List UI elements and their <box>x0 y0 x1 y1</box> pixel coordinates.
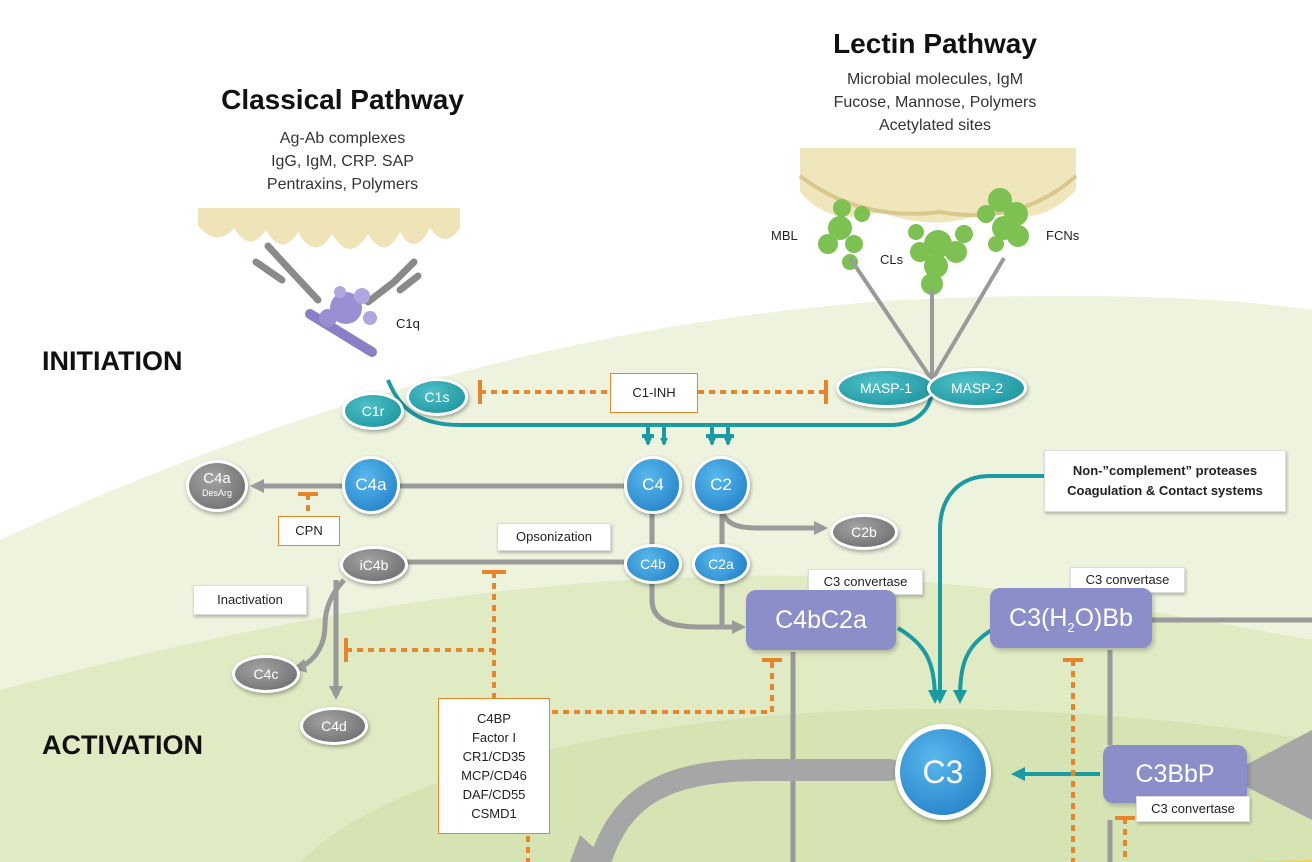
lectin-trigger-line: Fucose, Mannose, Polymers <box>833 94 1037 111</box>
classical-pathway-title: Classical Pathway <box>221 84 464 115</box>
lectin-pathway-title: Lectin Pathway <box>833 28 1037 59</box>
c4bc2a-convertase: C4bC2a <box>746 590 896 650</box>
phase-activation: ACTIVATION <box>42 730 203 760</box>
c4b-node: C4b <box>624 544 682 584</box>
desarg-label: DesArg <box>201 488 232 498</box>
fcns-label: FCNs <box>1046 228 1080 243</box>
c3-input-big-arrow <box>1225 730 1312 820</box>
non-complement-line-1: Non-”complement” proteases <box>1072 463 1258 478</box>
c1-inh-box: C1-INH <box>610 373 698 413</box>
ficolin-icon <box>977 188 1029 252</box>
classical-trigger-line: Ag-Ab complexes <box>279 130 406 147</box>
c2b-node: C2b <box>830 514 898 550</box>
c4a-desarg-node: C4a DesArg <box>186 460 248 512</box>
classical-pathway-triggers: Ag-Ab complexes IgG, IgM, CRP. SAP Pentr… <box>200 127 485 196</box>
regulator-item: C4BP <box>477 711 511 726</box>
c3bbp-convertase: C3BbP <box>1103 745 1247 803</box>
classical-trigger-line: IgG, IgM, CRP. SAP <box>271 153 414 170</box>
ic4b-node: iC4b <box>340 546 408 584</box>
non-complement-line-2: Coagulation & Contact systems <box>1067 483 1263 498</box>
c4a-node: C4a <box>342 456 400 514</box>
mbl-label: MBL <box>771 228 798 243</box>
regulator-item: CR1/CD35 <box>462 749 526 764</box>
phase-initiation: INITIATION <box>42 346 183 376</box>
c2a-node: C2a <box>692 544 750 584</box>
regulator-item: MCP/CD46 <box>461 768 527 783</box>
inactivation-label: Inactivation <box>193 585 307 615</box>
cpn-box: CPN <box>278 516 340 546</box>
c1q-icon <box>305 286 377 357</box>
lectin-pathway-triggers: Microbial molecules, IgM Fucose, Mannose… <box>790 68 1080 137</box>
c3h2obb-label-b: O)Bb <box>1074 604 1133 632</box>
c1s-node: C1s <box>406 378 468 416</box>
masp2-node: MASP-2 <box>927 368 1027 408</box>
lectin-trigger-line: Acetylated sites <box>878 117 992 134</box>
c3h2obb-label-sub: 2 <box>1067 620 1075 635</box>
masp1-node: MASP-1 <box>836 368 936 408</box>
c1q-label: C1q <box>396 316 420 331</box>
c4a-desarg-label: C4a <box>203 470 231 487</box>
regulator-item: CSMD1 <box>471 806 517 821</box>
regulators-box: C4BP Factor I CR1/CD35 MCP/CD46 DAF/CD55… <box>438 698 550 834</box>
c3-node: C3 <box>895 724 991 820</box>
lectin-trigger-line: Microbial molecules, IgM <box>846 71 1024 88</box>
c1r-node: C1r <box>342 392 404 430</box>
c4d-node: C4d <box>300 707 368 745</box>
c3h2obb-convertase: C3(H2O)Bb <box>990 588 1152 648</box>
collectin-icon <box>908 224 973 295</box>
classical-trigger-line: Pentraxins, Polymers <box>266 176 419 193</box>
opsonization-label: Opsonization <box>497 523 611 551</box>
mbl-icon <box>818 199 870 270</box>
background-band-innermost <box>300 708 1312 862</box>
regulator-item: Factor I <box>471 730 517 745</box>
regulator-item: DAF/CD55 <box>462 787 526 802</box>
c3h2obb-label-a: C3(H <box>1009 604 1068 632</box>
c2-node: C2 <box>692 456 750 514</box>
c4c-node: C4c <box>232 655 300 693</box>
c4-node: C4 <box>624 456 682 514</box>
cls-label: CLs <box>880 252 904 267</box>
antibody-icon <box>252 242 422 306</box>
c3-convertase-label-properdin: C3 convertase <box>1136 796 1250 822</box>
non-complement-proteases-box: Non-”complement” proteases Coagulation &… <box>1044 450 1286 512</box>
